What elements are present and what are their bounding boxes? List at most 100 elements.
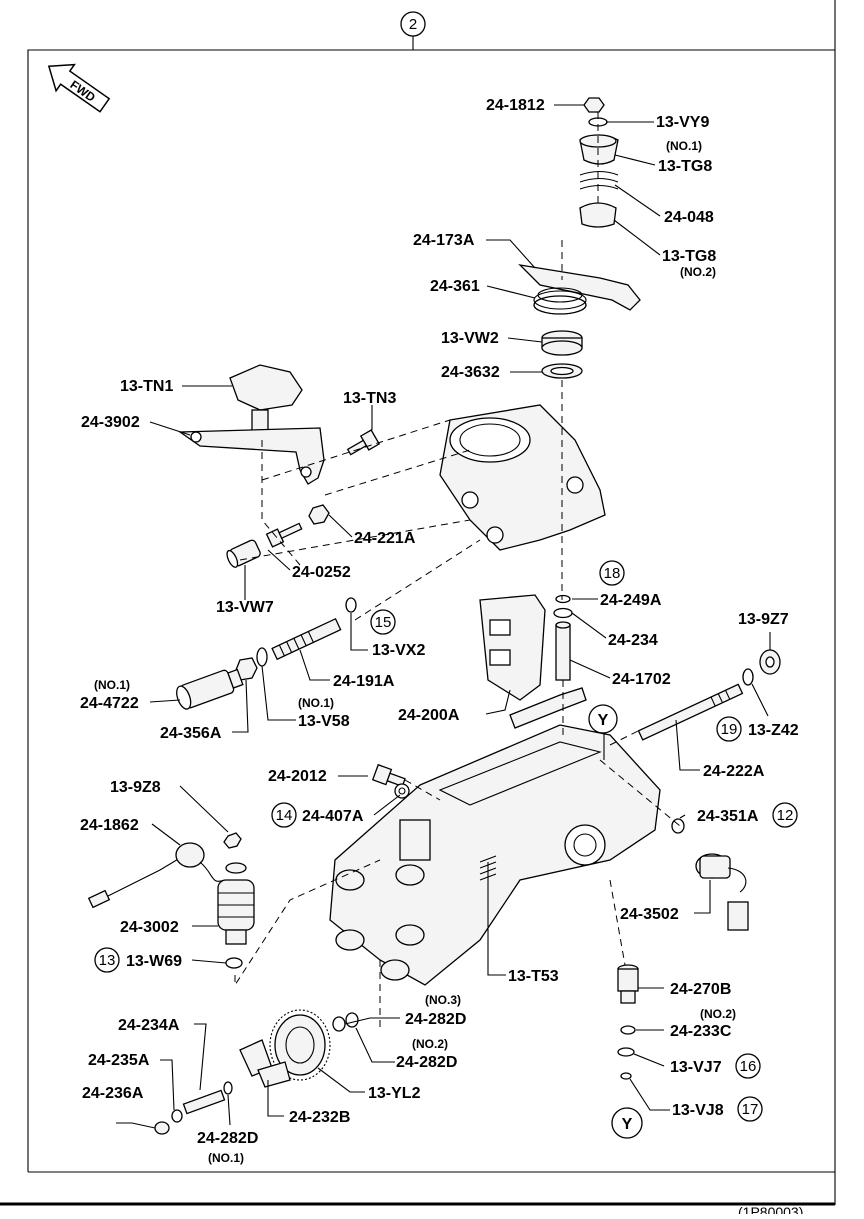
label-24-407a: 24-407A	[302, 808, 364, 825]
bolt-24-2012	[371, 763, 406, 788]
label-24-282d-no1: 24-282D	[197, 1130, 258, 1147]
label-24-173a: 24-173A	[413, 232, 475, 249]
label-24-1702: 24-1702	[612, 671, 671, 688]
label-24-0252: 24-0252	[292, 564, 351, 581]
screw-24-0252	[265, 522, 303, 548]
label-24-3502: 24-3502	[620, 906, 679, 923]
label-13-vj7: 13-VJ7	[670, 1059, 722, 1076]
fwd-arrow-icon: FWD	[47, 63, 111, 113]
leader-lines	[116, 104, 771, 1129]
svg-text:14: 14	[276, 807, 293, 824]
label-13-9z8: 13-9Z8	[110, 779, 161, 796]
label-24-282d-no2: 24-282D	[396, 1054, 457, 1071]
label-24-356a: 24-356A	[160, 725, 222, 742]
nut-24-1812	[583, 97, 605, 113]
actuator-13-tn1	[229, 364, 303, 411]
callout-12: 12	[772, 802, 798, 828]
bracket-24-200a	[479, 594, 546, 701]
callout-17: 17	[737, 1096, 763, 1122]
svg-text:19: 19	[721, 721, 738, 738]
label-13-z42: 13-Z42	[748, 722, 799, 739]
svg-text:16: 16	[740, 1058, 757, 1075]
label-13-9z7: 13-9Z7	[738, 611, 789, 628]
label-24-048: 24-048	[664, 209, 714, 226]
nut-13-9z8	[223, 832, 242, 849]
washer-13-vx2	[345, 597, 357, 613]
label-24-282d-no2-note: (NO.2)	[412, 1037, 448, 1051]
washer-24-351a	[671, 818, 685, 834]
shaft-24-222a	[637, 683, 744, 741]
label-13-vx2: 13-VX2	[372, 642, 425, 659]
svg-text:13: 13	[99, 952, 116, 969]
washer-24-233c	[620, 1025, 636, 1035]
label-24-236a: 24-236A	[82, 1085, 144, 1102]
washer-24-249a	[555, 594, 571, 604]
callout-18: 18	[599, 560, 625, 586]
label-24-222a: 24-222A	[703, 763, 765, 780]
nut-24-221a	[308, 504, 330, 525]
cap-24-236a	[154, 1121, 170, 1135]
label-13-w69: 13-W69	[126, 953, 182, 970]
callout-16: 16	[735, 1053, 761, 1079]
svg-text:18: 18	[604, 565, 621, 582]
callout-15: 15	[370, 609, 396, 635]
cap-13-9z7	[759, 649, 781, 675]
reference-y-top: Y	[588, 704, 618, 734]
label-13-vw2: 13-VW2	[441, 330, 499, 347]
label-24-233c: 24-233C	[670, 1023, 732, 1040]
label-24-3632: 24-3632	[441, 364, 500, 381]
shaft-24-191a	[271, 617, 342, 661]
callout-14: 14	[271, 802, 297, 828]
diagram-frame	[0, 0, 836, 1206]
pin-24-1702	[555, 624, 571, 681]
label-13-vj8: 13-VJ8	[672, 1102, 724, 1119]
label-13-tn3: 13-TN3	[343, 390, 396, 407]
gear-13-yl2	[269, 1009, 331, 1081]
label-24-2012: 24-2012	[268, 768, 327, 785]
label-24-361: 24-361	[430, 278, 480, 295]
label-24-4722-note: (NO.1)	[94, 678, 130, 692]
o-ring-13-w69	[225, 957, 243, 969]
callout-13: 13	[94, 947, 120, 973]
washer-13-v58	[256, 647, 268, 667]
cap-13-tg8-no2	[579, 202, 617, 228]
label-24-4722: 24-4722	[80, 695, 139, 712]
link-arm	[509, 687, 587, 729]
label-24-1862: 24-1862	[80, 817, 139, 834]
label-13-v58: 13-V58	[298, 713, 350, 730]
label-24-270b: 24-270B	[670, 981, 731, 998]
label-24-234a: 24-234A	[118, 1017, 180, 1034]
label-24-235a: 24-235A	[88, 1052, 150, 1069]
assembly-number: 2	[409, 16, 417, 33]
plug-13-vw7	[226, 539, 261, 568]
label-13-t53: 13-T53	[508, 968, 559, 985]
washer-24-282d-no1	[223, 1081, 233, 1095]
bolt-13-tn3	[346, 429, 381, 456]
svg-text:Y: Y	[622, 1116, 633, 1133]
pin-24-234a	[182, 1089, 226, 1115]
part-labels: 24-1812 13-VY9 (NO.1) 13-TG8 24-048 24-1…	[80, 97, 799, 1165]
valve-24-270b	[617, 964, 639, 1004]
callout-19: 19	[716, 716, 742, 742]
label-24-234: 24-234	[608, 632, 658, 649]
label-24-191a: 24-191A	[333, 673, 395, 690]
housing-24-4722	[176, 668, 244, 710]
assembly-callout-2: 2	[400, 11, 426, 50]
label-13-tn1: 13-TN1	[120, 378, 173, 395]
label-24-249a: 24-249A	[600, 592, 662, 609]
footer-code: (1P80003)	[738, 1204, 803, 1214]
label-24-221a: 24-221A	[354, 530, 416, 547]
label-24-200a: 24-200A	[398, 707, 460, 724]
bracket-24-3902	[178, 427, 325, 485]
assembly-lines	[234, 112, 681, 1030]
label-24-3902: 24-3902	[81, 414, 140, 431]
label-24-282d-no1-note: (NO.1)	[208, 1151, 244, 1165]
label-13-tg8-no1-note: (NO.1)	[666, 139, 702, 153]
label-24-282d-no3: 24-282D	[405, 1011, 466, 1028]
switch-24-3502	[695, 853, 749, 931]
label-13-yl2: 13-YL2	[368, 1085, 421, 1102]
label-13-tg8-no2: 13-TG8	[662, 248, 716, 265]
label-13-tg8-no2-note: (NO.2)	[680, 265, 716, 279]
washer-24-235a	[171, 1109, 183, 1123]
